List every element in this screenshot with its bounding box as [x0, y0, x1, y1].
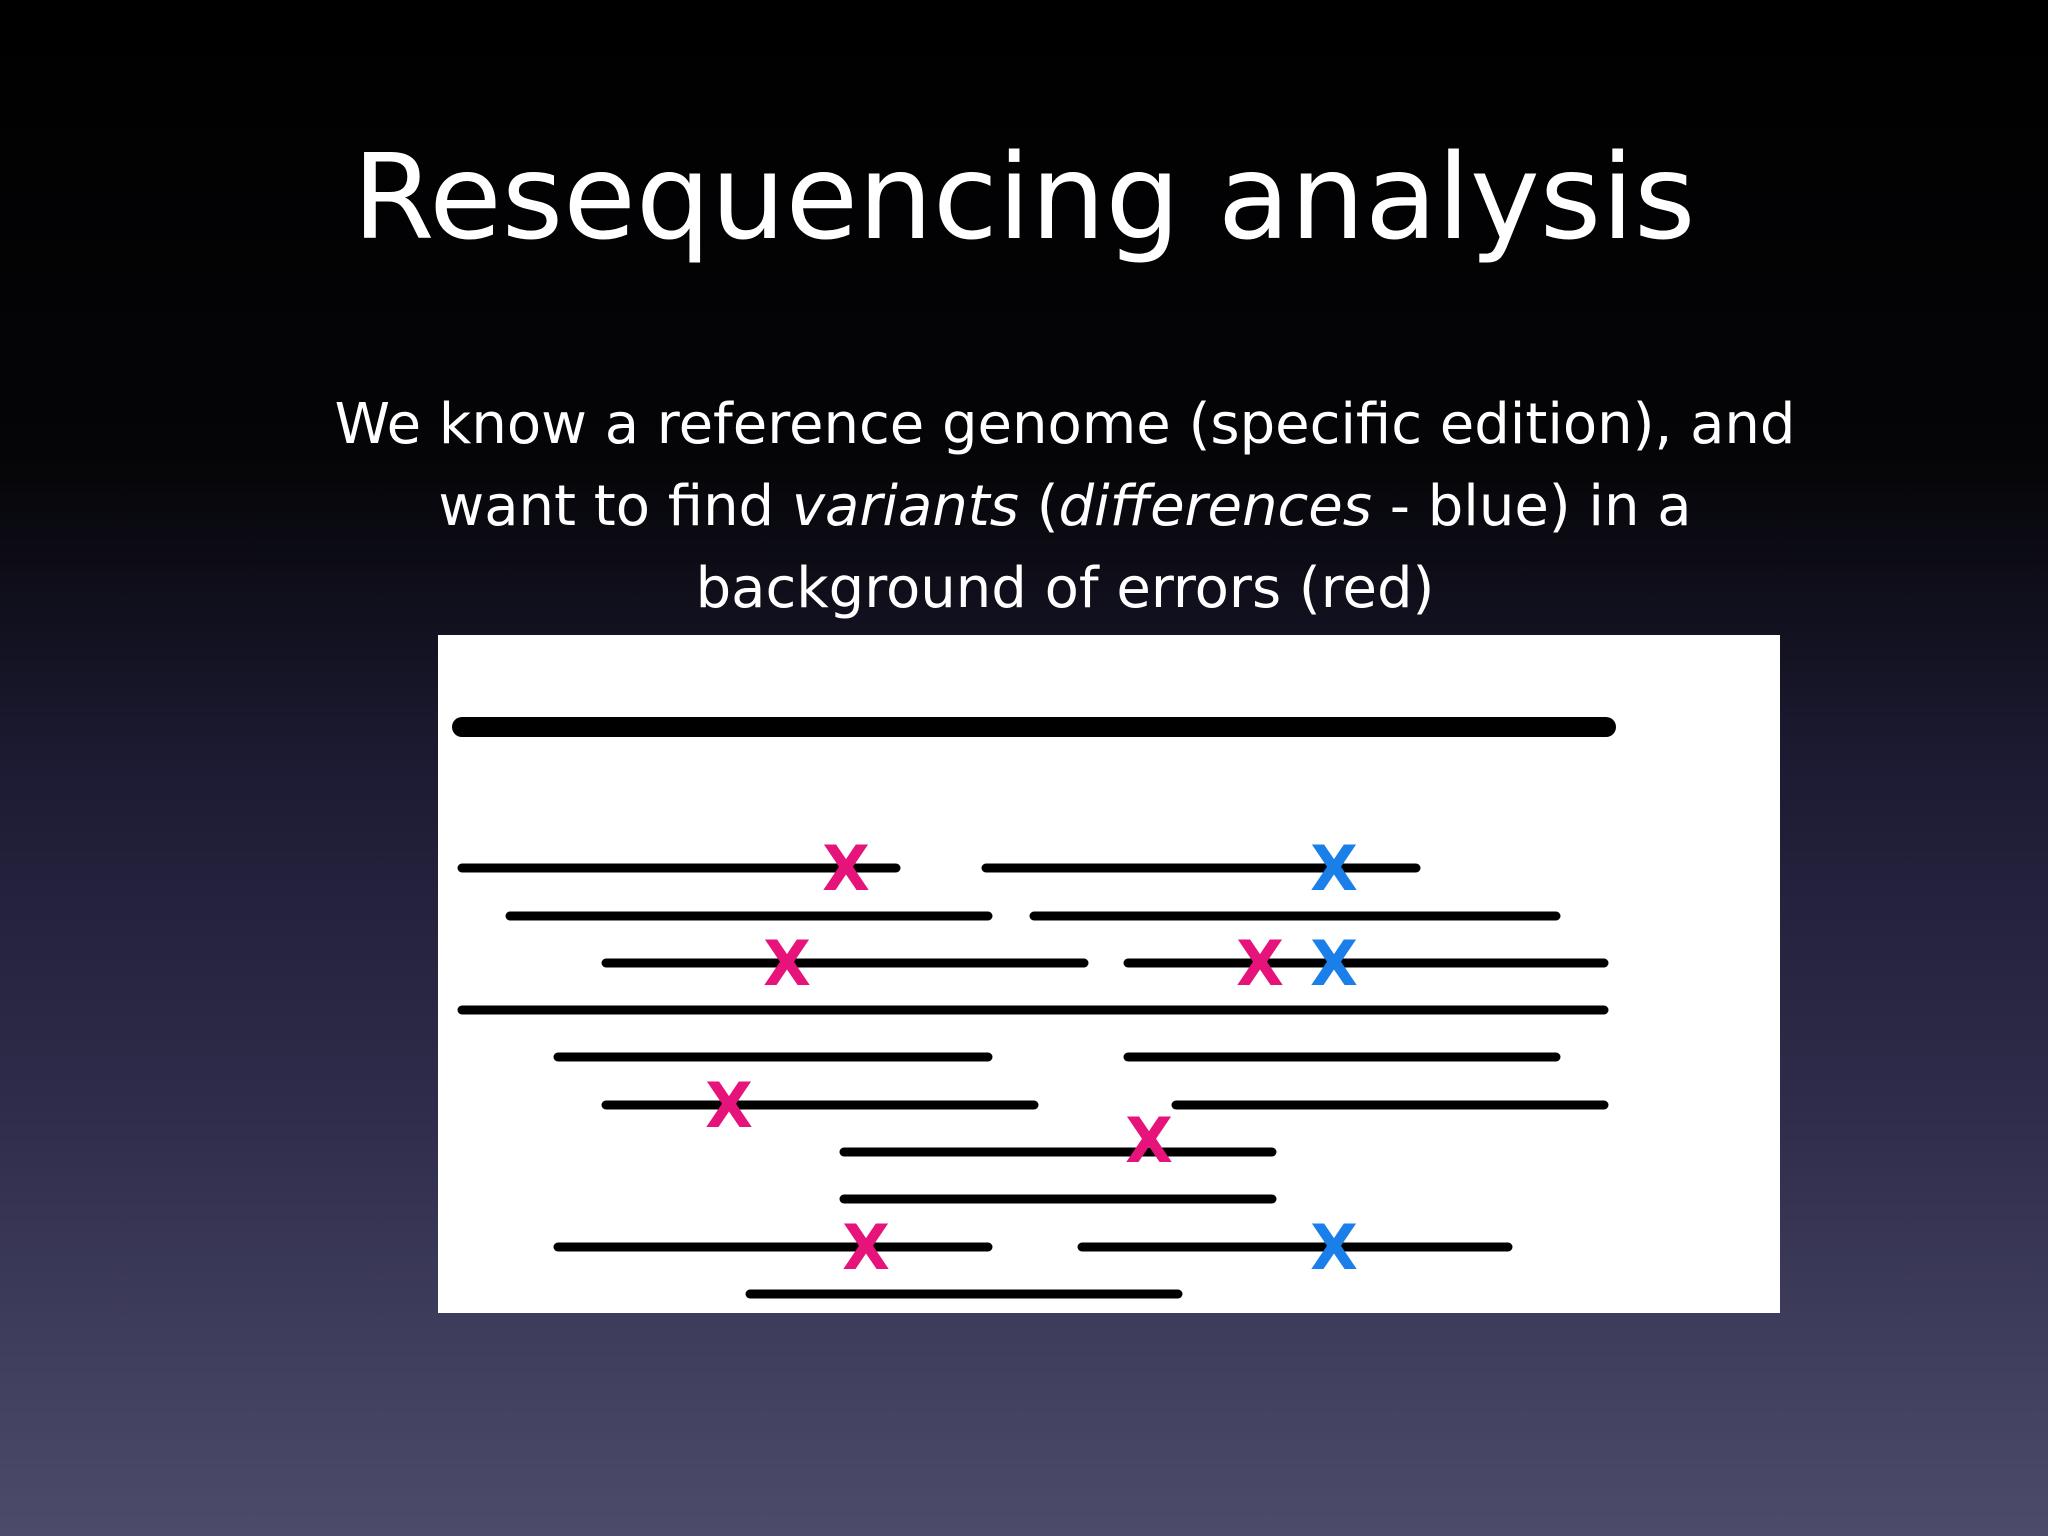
variants-term: variants	[791, 474, 1019, 539]
variant-mark-5: X	[1310, 927, 1358, 1000]
subtitle-line-1: We know a reference genome (specific edi…	[334, 392, 1796, 457]
error-mark-8: X	[842, 1211, 890, 1284]
variant-mark-2: X	[1310, 832, 1358, 905]
slide-title: Resequencing analysis	[352, 128, 1696, 266]
subtitle-line-2-start: want to find	[438, 474, 792, 539]
subtitle-line-2-end: - blue) in a	[1371, 474, 1692, 539]
error-mark-1: X	[822, 832, 870, 905]
subtitle-line-3: background of errors (red)	[695, 556, 1435, 621]
error-mark-4: X	[1236, 927, 1284, 1000]
slide-subtitle: We know a reference genome (specific edi…	[290, 384, 1840, 630]
error-mark-3: X	[763, 927, 811, 1000]
differences-term: differences	[1058, 474, 1372, 539]
error-mark-7: X	[1125, 1104, 1173, 1177]
error-mark-6: X	[705, 1069, 753, 1142]
subtitle-line-2-paren: (	[1018, 474, 1059, 539]
variant-mark-9: X	[1310, 1211, 1358, 1284]
